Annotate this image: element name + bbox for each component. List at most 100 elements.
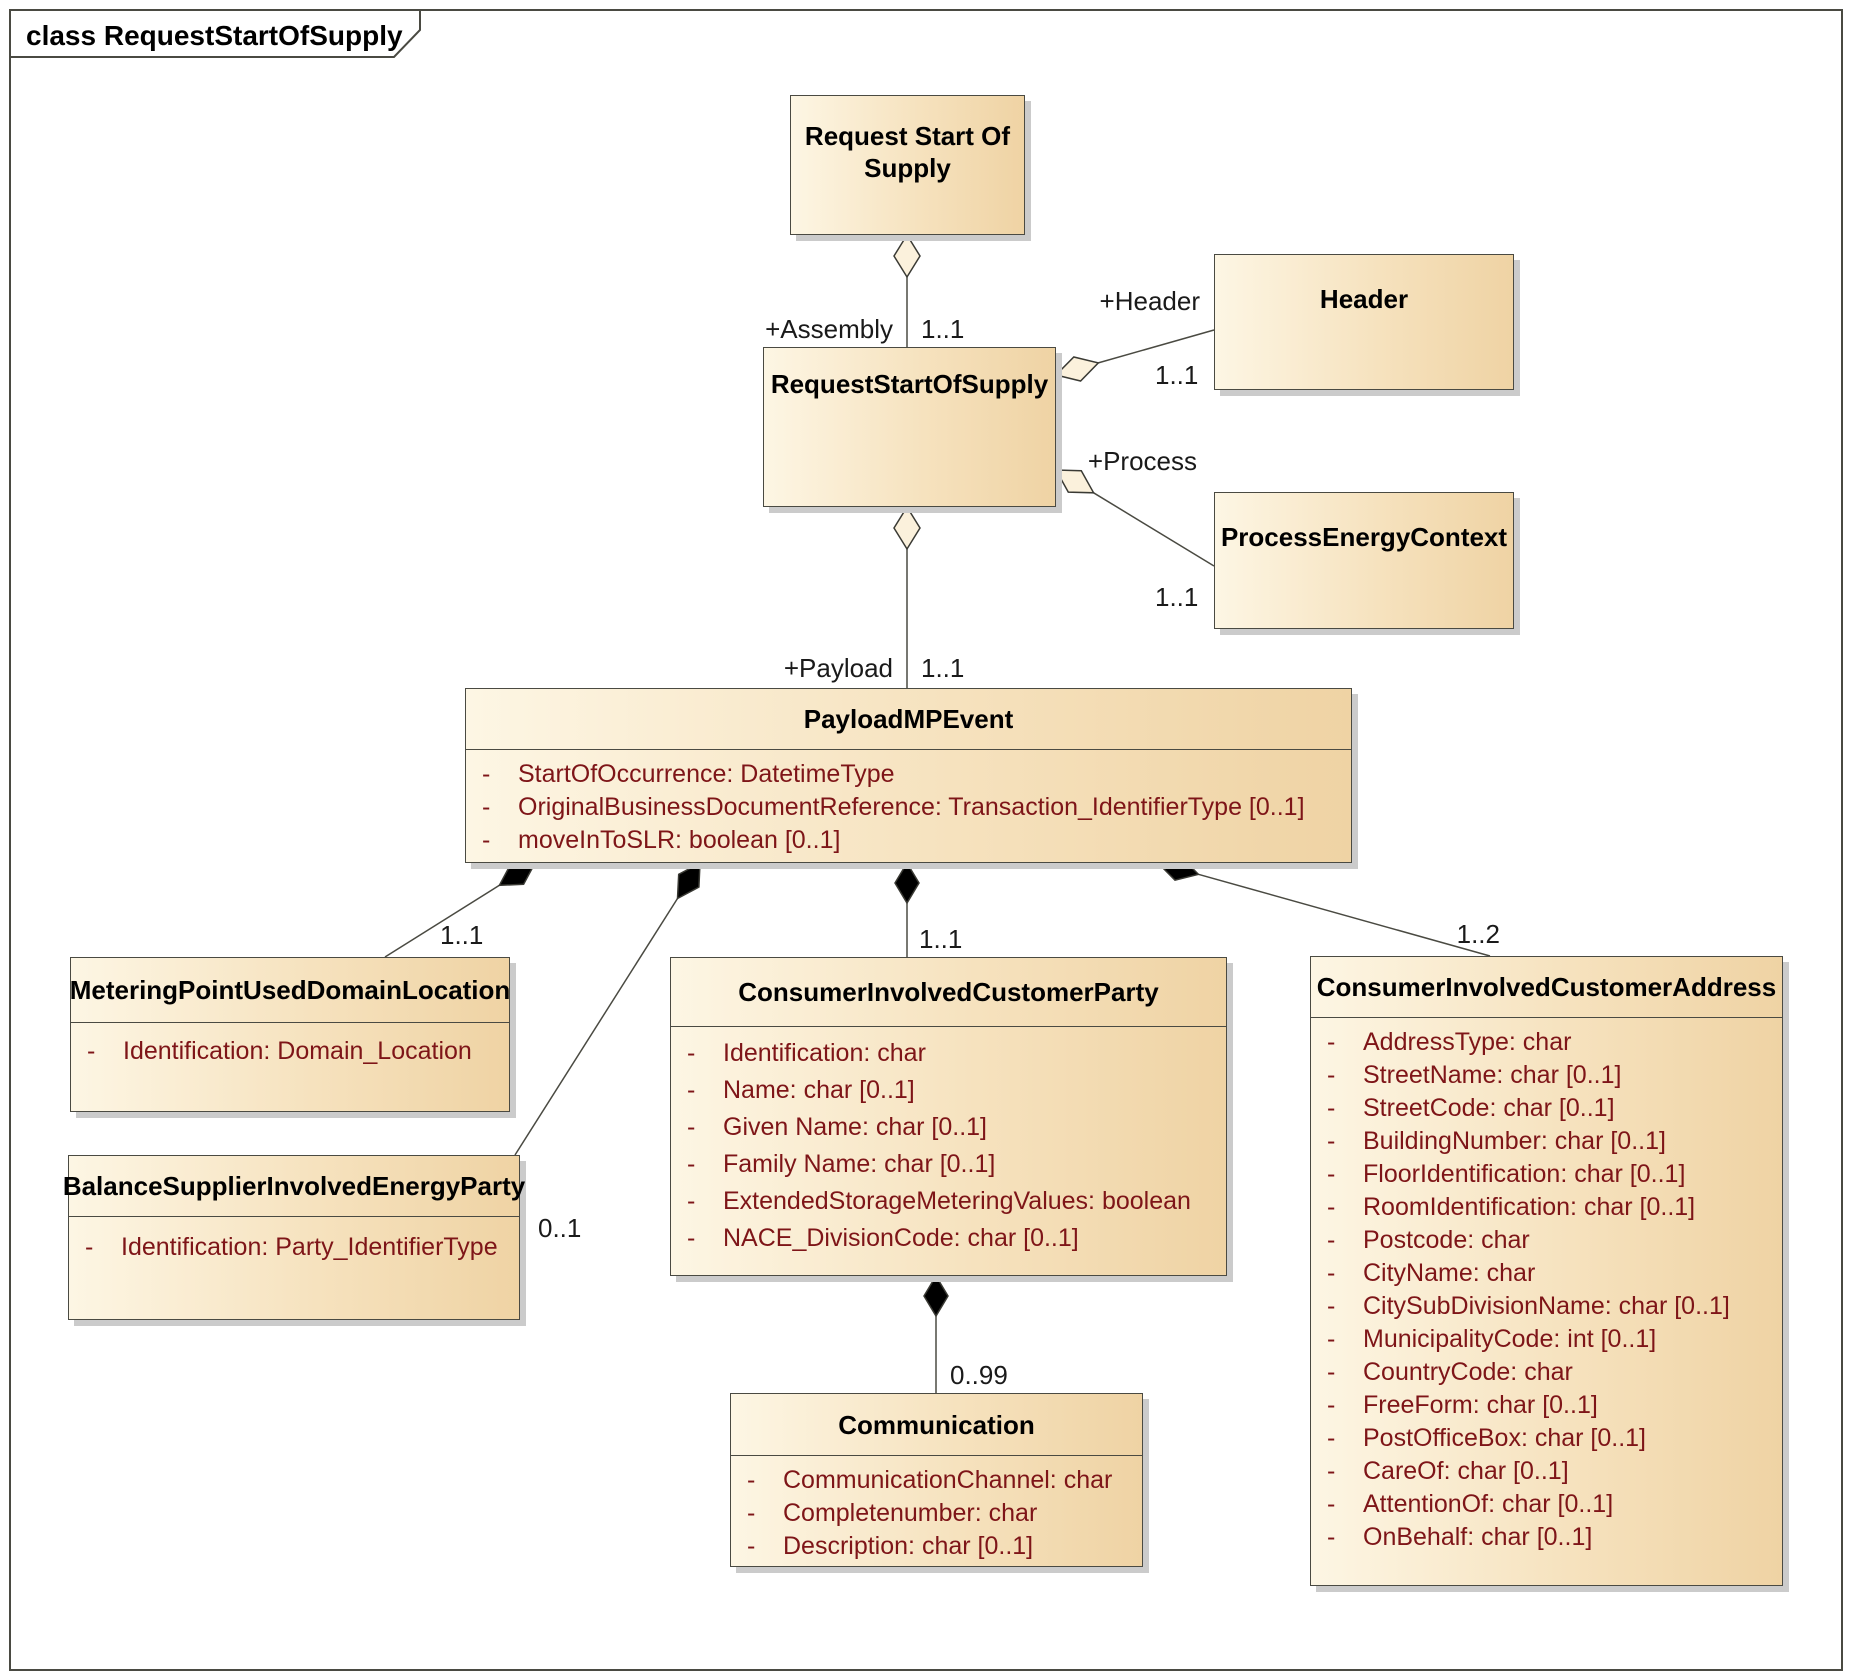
connector-line[interactable]: [384, 884, 500, 958]
class-name: BalanceSupplierInvolvedEnergyParty: [63, 1156, 525, 1217]
visibility-marker: -: [1327, 1424, 1336, 1452]
connector-consumer-address[interactable]: 1..2: [1156, 856, 1500, 957]
class-meteringpointuseddomainlocation[interactable]: MeteringPointUsedDomainLocation -Identif…: [70, 957, 510, 1112]
attribute-row: -Identification: Party_IdentifierType: [69, 1231, 519, 1264]
visibility-marker: -: [1327, 1028, 1336, 1056]
class-communication[interactable]: Communication -CommunicationChannel: cha…: [730, 1393, 1143, 1567]
attribute-text: StreetCode: char [0..1]: [1363, 1094, 1615, 1122]
attribute-row: -OnBehalf: char [0..1]: [1311, 1521, 1782, 1554]
connector-balance-supplier[interactable]: 0..1: [514, 861, 701, 1243]
visibility-marker: -: [747, 1466, 756, 1494]
attribute-row: -Given Name: char [0..1]: [671, 1109, 1226, 1146]
class-name: MeteringPointUsedDomainLocation: [70, 958, 510, 1023]
attribute-row: -StartOfOccurrence: DatetimeType: [466, 758, 1351, 791]
connector-metering-point[interactable]: 1..1: [384, 862, 537, 958]
attribute-row: -CityName: char: [1311, 1257, 1782, 1290]
attribute-row: -StreetCode: char [0..1]: [1311, 1092, 1782, 1125]
frame-title: class RequestStartOfSupply: [26, 20, 403, 51]
visibility-marker: -: [87, 1037, 96, 1065]
attribute-row: -RoomIdentification: char [0..1]: [1311, 1191, 1782, 1224]
connector-line[interactable]: [1093, 492, 1215, 567]
connector-header[interactable]: +Header 1..1: [1054, 286, 1215, 390]
connector-line[interactable]: [514, 898, 679, 1156]
class-requeststartofsupply[interactable]: RequestStartOfSupply: [763, 347, 1056, 507]
attribute-row: -ExtendedStorageMeteringValues: boolean: [671, 1183, 1226, 1220]
visibility-marker: -: [687, 1039, 696, 1067]
connector-role-label: +Assembly: [765, 314, 893, 344]
visibility-marker: -: [1327, 1292, 1336, 1320]
class-name: ConsumerInvolvedCustomerParty: [671, 958, 1226, 1027]
visibility-marker: -: [1327, 1226, 1336, 1254]
attribute-text: FloorIdentification: char [0..1]: [1363, 1160, 1686, 1188]
class-name: Communication: [731, 1394, 1142, 1456]
attribute-row: -BuildingNumber: char [0..1]: [1311, 1125, 1782, 1158]
attribute-text: ExtendedStorageMeteringValues: boolean: [723, 1187, 1191, 1215]
attribute-text: CommunicationChannel: char: [783, 1466, 1113, 1494]
attribute-text: CountryCode: char: [1363, 1358, 1573, 1386]
connector-role-label: +Header: [1100, 286, 1201, 316]
class-attributes: -Identification: Party_IdentifierType: [69, 1217, 519, 1264]
class-header[interactable]: Header: [1214, 254, 1514, 390]
visibility-marker: -: [482, 793, 491, 821]
attribute-text: Completenumber: char: [783, 1499, 1038, 1527]
connector-consumer-party[interactable]: 1..1: [894, 861, 962, 957]
class-consumerinvolvedcustomeraddress[interactable]: ConsumerInvolvedCustomerAddress -Address…: [1310, 956, 1783, 1586]
connector-line[interactable]: [1098, 329, 1215, 364]
attribute-text: CareOf: char [0..1]: [1363, 1457, 1569, 1485]
visibility-marker: -: [1327, 1259, 1336, 1287]
class-request-start-of-supply-object[interactable]: Request Start Of Supply: [790, 95, 1025, 235]
attribute-text: NACE_DivisionCode: char [0..1]: [723, 1224, 1079, 1252]
attribute-row: -StreetName: char [0..1]: [1311, 1059, 1782, 1092]
connector-multiplicity-label: 1..2: [1457, 919, 1500, 949]
class-processenergycontext[interactable]: ProcessEnergyContext: [1214, 492, 1514, 629]
connector-assembly[interactable]: +Assembly 1..1: [765, 233, 964, 347]
attribute-row: -AttentionOf: char [0..1]: [1311, 1488, 1782, 1521]
visibility-marker: -: [747, 1532, 756, 1560]
attribute-row: -moveInToSLR: boolean [0..1]: [466, 824, 1351, 857]
attribute-row: -Postcode: char: [1311, 1224, 1782, 1257]
connector-multiplicity-label: 1..1: [1155, 582, 1198, 612]
class-attributes: -Identification: char-Name: char [0..1]-…: [671, 1027, 1226, 1257]
attribute-text: Identification: Party_IdentifierType: [121, 1233, 498, 1261]
connector-multiplicity-label: 1..1: [921, 314, 964, 344]
attribute-row: -CareOf: char [0..1]: [1311, 1455, 1782, 1488]
visibility-marker: -: [482, 826, 491, 854]
attribute-row: -FloorIdentification: char [0..1]: [1311, 1158, 1782, 1191]
visibility-marker: -: [687, 1150, 696, 1178]
visibility-marker: -: [1327, 1457, 1336, 1485]
class-attributes: -StartOfOccurrence: DatetimeType-Origina…: [466, 750, 1351, 857]
visibility-marker: -: [1327, 1127, 1336, 1155]
class-name: Header: [1319, 284, 1409, 314]
connector-multiplicity-label: 0..99: [950, 1360, 1008, 1390]
visibility-marker: -: [687, 1187, 696, 1215]
connector-communication[interactable]: 0..99: [923, 1274, 1008, 1393]
connector-multiplicity-label: 1..1: [440, 920, 483, 950]
composition-diamond-icon: [894, 861, 920, 905]
class-payloadmpevent[interactable]: PayloadMPEvent -StartOfOccurrence: Datet…: [465, 688, 1352, 863]
visibility-marker: -: [1327, 1490, 1336, 1518]
class-name: ProcessEnergyContext: [1220, 522, 1508, 552]
connector-line[interactable]: [1198, 873, 1491, 957]
visibility-marker: -: [1327, 1193, 1336, 1221]
attribute-text: MunicipalityCode: int [0..1]: [1363, 1325, 1657, 1353]
visibility-marker: -: [1327, 1358, 1336, 1386]
attribute-row: -Identification: char: [671, 1035, 1226, 1072]
class-name: RequestStartOfSupply: [770, 369, 1049, 399]
attribute-text: BuildingNumber: char [0..1]: [1363, 1127, 1666, 1155]
class-consumerinvolvedcustomerparty[interactable]: ConsumerInvolvedCustomerParty -Identific…: [670, 957, 1227, 1276]
attribute-text: Description: char [0..1]: [783, 1532, 1034, 1560]
connector-multiplicity-label: 1..1: [1155, 360, 1198, 390]
composition-diamond-icon: [676, 861, 701, 900]
attribute-text: AddressType: char: [1363, 1028, 1572, 1056]
visibility-marker: -: [687, 1224, 696, 1252]
visibility-marker: -: [687, 1113, 696, 1141]
attribute-text: Name: char [0..1]: [723, 1076, 915, 1104]
class-attributes: -Identification: Domain_Location: [71, 1023, 509, 1068]
attribute-row: -CitySubDivisionName: char [0..1]: [1311, 1290, 1782, 1323]
composition-diamond-icon: [498, 862, 537, 887]
class-balancesupplierinvolvedenergyparty[interactable]: BalanceSupplierInvolvedEnergyParty -Iden…: [63, 1155, 525, 1320]
attribute-text: RoomIdentification: char [0..1]: [1363, 1193, 1696, 1221]
